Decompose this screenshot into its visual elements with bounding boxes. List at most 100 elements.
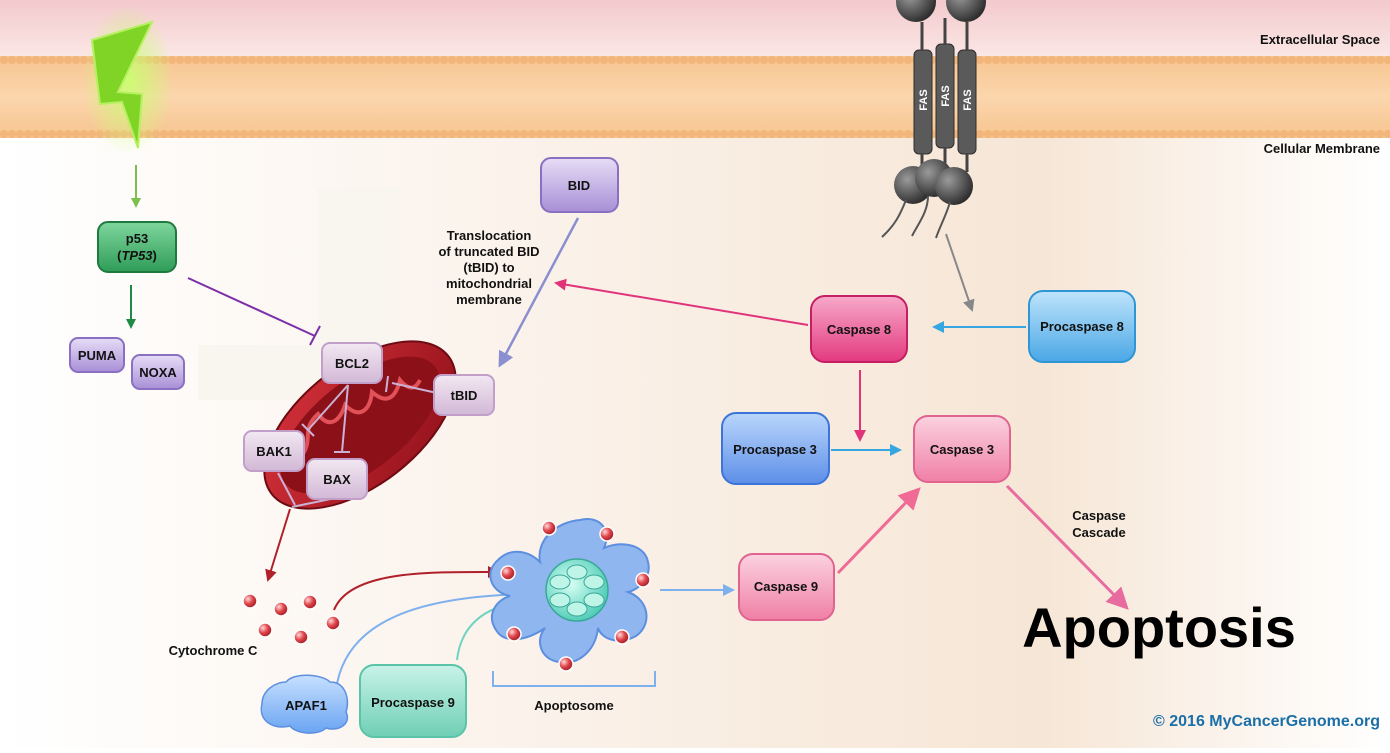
lipid-head <box>1048 130 1056 138</box>
lipid-head <box>24 56 32 64</box>
lipid-head <box>280 130 288 138</box>
lipid-head <box>904 130 912 138</box>
lipid-head <box>1352 56 1360 64</box>
lipid-head <box>584 130 592 138</box>
lipid-head <box>216 56 224 64</box>
lipid-head <box>1264 130 1272 138</box>
svg-text:membrane: membrane <box>456 292 522 307</box>
lipid-head <box>512 130 520 138</box>
fas-receptor-complex: FAS FAS FAS <box>881 0 986 239</box>
lipid-head <box>648 56 656 64</box>
lipid-head <box>1240 56 1248 64</box>
lipid-head <box>72 56 80 64</box>
lipid-head <box>1344 56 1352 64</box>
p53-label: p53 <box>126 231 148 246</box>
apoptosome-complex <box>489 518 651 672</box>
lipid-head <box>1312 56 1320 64</box>
lipid-head <box>1288 56 1296 64</box>
lipid-head <box>776 56 784 64</box>
lipid-head <box>1176 130 1184 138</box>
caspase-cascade-arrow <box>1005 484 1129 610</box>
lipid-head <box>440 56 448 64</box>
lipid-head <box>1240 130 1248 138</box>
lipid-head <box>992 56 1000 64</box>
lipid-head <box>312 130 320 138</box>
lipid-head <box>400 130 408 138</box>
lipid-head <box>8 56 16 64</box>
lipid-head <box>688 56 696 64</box>
lipid-head <box>984 130 992 138</box>
lipid-head <box>272 56 280 64</box>
procaspase3-label: Procaspase 3 <box>733 442 817 457</box>
lipid-head <box>1104 130 1112 138</box>
bid-to-tbid-arrow <box>498 217 580 368</box>
lipid-head <box>440 130 448 138</box>
lipid-head <box>1072 130 1080 138</box>
lipid-head <box>1184 56 1192 64</box>
lipid-head <box>1216 56 1224 64</box>
apaf1-node: APAF1 <box>260 674 349 734</box>
lipid-head <box>832 56 840 64</box>
caspase8-to-bid-arrow <box>554 278 809 326</box>
lipid-head <box>1032 56 1040 64</box>
procaspase8-node: Procaspase 8 <box>1028 290 1136 363</box>
lipid-head <box>1200 130 1208 138</box>
lipid-head <box>1096 130 1104 138</box>
lipid-head <box>1064 130 1072 138</box>
lipid-head <box>1360 130 1368 138</box>
lipid-head <box>1024 130 1032 138</box>
lipid-head <box>224 130 232 138</box>
caspase9-label: Caspase 9 <box>754 579 818 594</box>
mitochondria-to-cytochrome-arrow <box>265 508 291 582</box>
lipid-head <box>560 130 568 138</box>
lipid-head <box>1040 56 1048 64</box>
lipid-head <box>1248 130 1256 138</box>
lipid-head <box>176 130 184 138</box>
lipid-head <box>536 130 544 138</box>
lipid-head <box>528 56 536 64</box>
apoptosome-label: Apoptosome <box>534 698 613 713</box>
lipid-head <box>496 56 504 64</box>
lipid-head <box>1000 56 1008 64</box>
lipid-head <box>656 56 664 64</box>
lipid-head <box>1352 130 1360 138</box>
lipid-head <box>696 130 704 138</box>
lipid-head <box>384 56 392 64</box>
lipid-head <box>824 130 832 138</box>
lipid-head <box>320 56 328 64</box>
lipid-head <box>808 56 816 64</box>
lipid-head <box>280 56 288 64</box>
lipid-head <box>288 56 296 64</box>
lipid-head <box>1120 130 1128 138</box>
lipid-head <box>1344 130 1352 138</box>
lipid-head <box>792 56 800 64</box>
lipid-head <box>520 56 528 64</box>
lipid-head <box>416 130 424 138</box>
lipid-head <box>48 130 56 138</box>
lipid-head <box>208 130 216 138</box>
lipid-head <box>816 56 824 64</box>
caspase9-node: Caspase 9 <box>738 553 835 621</box>
lipid-head <box>432 130 440 138</box>
lipid-head <box>704 130 712 138</box>
lipid-head <box>840 130 848 138</box>
lipid-head <box>1248 56 1256 64</box>
lipid-head <box>1280 56 1288 64</box>
lipid-head <box>728 130 736 138</box>
fas-label: FAS <box>940 85 952 106</box>
caspase8-label: Caspase 8 <box>827 322 891 337</box>
svg-text:of truncated BID: of truncated BID <box>438 244 539 259</box>
lipid-head <box>976 56 984 64</box>
lipid-head <box>488 56 496 64</box>
lipid-head <box>624 130 632 138</box>
lipid-head <box>720 56 728 64</box>
lipid-head <box>608 130 616 138</box>
lipid-head <box>328 130 336 138</box>
lipid-head <box>232 56 240 64</box>
lipid-head <box>1016 56 1024 64</box>
lipid-head <box>640 56 648 64</box>
lipid-head <box>1224 130 1232 138</box>
lipid-head <box>656 130 664 138</box>
lipid-head <box>0 56 8 64</box>
lipid-head <box>632 56 640 64</box>
